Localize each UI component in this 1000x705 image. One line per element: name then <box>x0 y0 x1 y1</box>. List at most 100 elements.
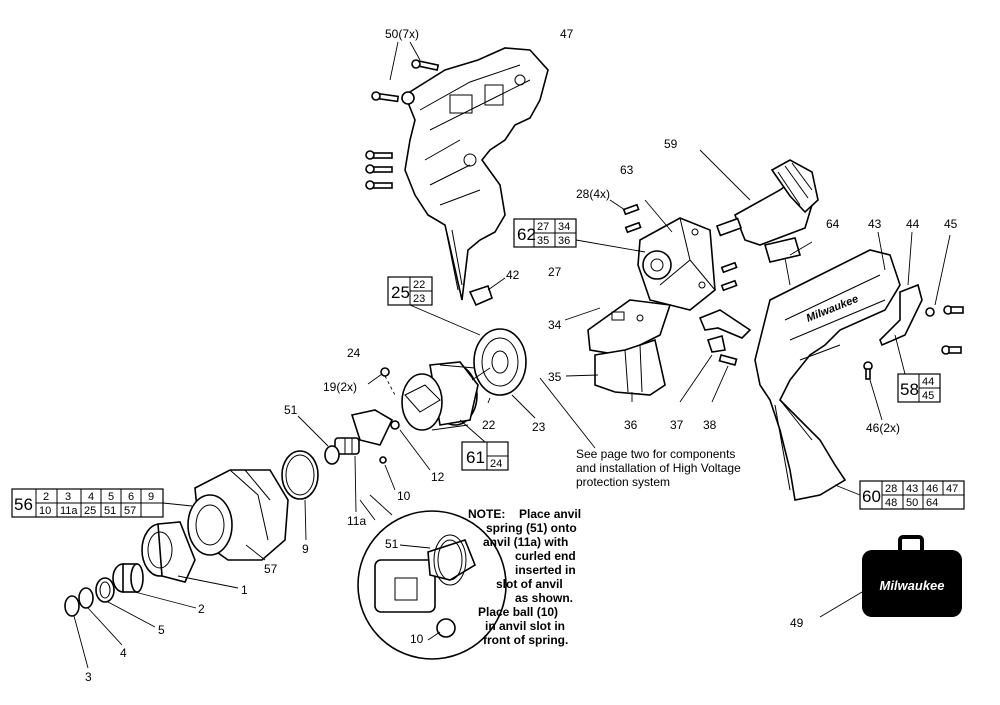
screw-group-50 <box>365 41 440 190</box>
kit-62-id: 62 <box>517 225 536 244</box>
spring-5 <box>95 577 156 628</box>
label-57: 57 <box>264 562 278 576</box>
housing-half-right: Milwaukee <box>754 249 901 501</box>
case-brand: Milwaukee <box>879 578 944 593</box>
screw-icon <box>371 91 400 103</box>
anvil-11a <box>334 409 431 513</box>
kit-61-id: 61 <box>466 448 485 467</box>
label-45: 45 <box>944 217 958 231</box>
spring-38 <box>711 354 738 403</box>
label-35: 35 <box>548 370 562 384</box>
see-page-line: and installation of High Voltage <box>576 461 741 475</box>
label-59: 59 <box>664 137 678 151</box>
kit-25-cell: 23 <box>413 293 425 305</box>
label-50: 50(7x) <box>385 27 419 41</box>
label-47: 47 <box>560 27 574 41</box>
balls-19 <box>367 367 396 396</box>
see-page-two-note: See page two for components and installa… <box>576 447 741 489</box>
housing-half-47 <box>404 47 549 301</box>
note-title: NOTE: <box>468 507 505 521</box>
bolt-icon <box>943 305 964 315</box>
label-3: 3 <box>85 670 92 684</box>
ring-9 <box>281 450 319 541</box>
note-line: Place anvil <box>519 507 581 521</box>
note-line: in anvil slot in <box>485 619 565 633</box>
spring-51 <box>297 415 340 465</box>
part-labels: 50(7x) 47 59 63 28(4x) 27 42 34 35 36 37… <box>85 27 958 684</box>
kit-61-cell: 24 <box>490 458 502 470</box>
label-51: 51 <box>284 403 298 417</box>
kit-60-cell: 64 <box>926 497 938 509</box>
label-5: 5 <box>158 623 165 637</box>
note-line: Place ball (10) <box>478 605 558 619</box>
note-line: curled end <box>515 549 576 563</box>
kit-62-cell: 35 <box>537 235 549 247</box>
kit-60-cell: 47 <box>946 483 958 495</box>
kit-56-cell: 25 <box>84 505 96 517</box>
washer-4 <box>78 587 123 646</box>
part-64-label-panel <box>763 237 813 286</box>
bolt-icon <box>925 307 935 317</box>
kit-62-cell: 36 <box>558 235 570 247</box>
label-28: 28(4x) <box>576 187 610 201</box>
trigger-35 <box>565 338 666 396</box>
detail-label-51: 51 <box>385 537 399 551</box>
label-27: 27 <box>548 265 562 279</box>
kit-56-cell: 10 <box>39 505 51 517</box>
kit-58-cell: 45 <box>922 390 934 402</box>
bolts-45 <box>925 234 964 355</box>
note-line: spring (51) onto <box>486 521 577 535</box>
belt-clip-44 <box>877 231 923 347</box>
kit-62-cell: 27 <box>537 221 549 233</box>
label-4: 4 <box>120 646 127 660</box>
kit-56-cell: 2 <box>43 491 49 503</box>
label-64: 64 <box>826 217 840 231</box>
label-1: 1 <box>241 583 248 597</box>
kit-60-cell: 43 <box>906 483 918 495</box>
kit-56-cell: 51 <box>104 505 116 517</box>
kit-58: 58 44 45 <box>894 334 941 403</box>
kit-60: 60 28 43 46 47 48 50 64 <box>834 480 965 510</box>
kit-56: 56 2 3 4 5 6 9 10 11a 25 51 57 <box>11 488 193 518</box>
anvil-note: NOTE: Place anvil spring (51) onto anvil… <box>468 507 581 647</box>
label-2: 2 <box>198 602 205 616</box>
label-49: 49 <box>790 616 804 630</box>
screw-46 <box>863 361 883 421</box>
label-38: 38 <box>703 418 717 432</box>
kit-60-cell: 46 <box>926 483 938 495</box>
label-12: 12 <box>431 470 445 484</box>
label-24: 24 <box>347 346 361 360</box>
label-46: 46(2x) <box>866 421 900 435</box>
kit-25-cell: 22 <box>413 279 425 291</box>
screw-icon <box>365 164 393 174</box>
anvil-gear-22-23 <box>473 328 536 419</box>
screw-icon <box>411 59 440 71</box>
kit-58-id: 58 <box>900 380 919 399</box>
retaining-ring-3 <box>64 595 89 669</box>
see-page-line: protection system <box>576 475 670 489</box>
anvil-detail-circle <box>357 494 507 660</box>
kit-25: 25 22 23 <box>387 276 481 336</box>
label-9: 9 <box>302 542 309 556</box>
note-line: as shown. <box>515 591 573 605</box>
see-page-line: See page two for components <box>576 447 735 461</box>
switch-assembly-63 <box>637 199 716 311</box>
note-line: anvil (11a) with <box>483 535 568 549</box>
see-page-leader <box>539 377 596 449</box>
gear-case-57 <box>187 469 289 561</box>
pcb-34 <box>564 299 672 356</box>
screw-icon <box>365 150 393 160</box>
carrying-case-icon: Milwaukee <box>819 535 962 618</box>
label-42: 42 <box>506 268 520 282</box>
detail-label-10: 10 <box>410 632 424 646</box>
kit-56-cell: 3 <box>65 491 71 503</box>
label-37: 37 <box>670 418 684 432</box>
label-22: 22 <box>482 418 496 432</box>
label-10: 10 <box>397 489 411 503</box>
label-36: 36 <box>624 418 638 432</box>
kit-62: 62 27 34 35 36 <box>513 218 646 253</box>
label-23: 23 <box>532 420 546 434</box>
pins-28 <box>609 199 738 292</box>
label-43: 43 <box>868 217 882 231</box>
kit-60-id: 60 <box>862 487 881 506</box>
